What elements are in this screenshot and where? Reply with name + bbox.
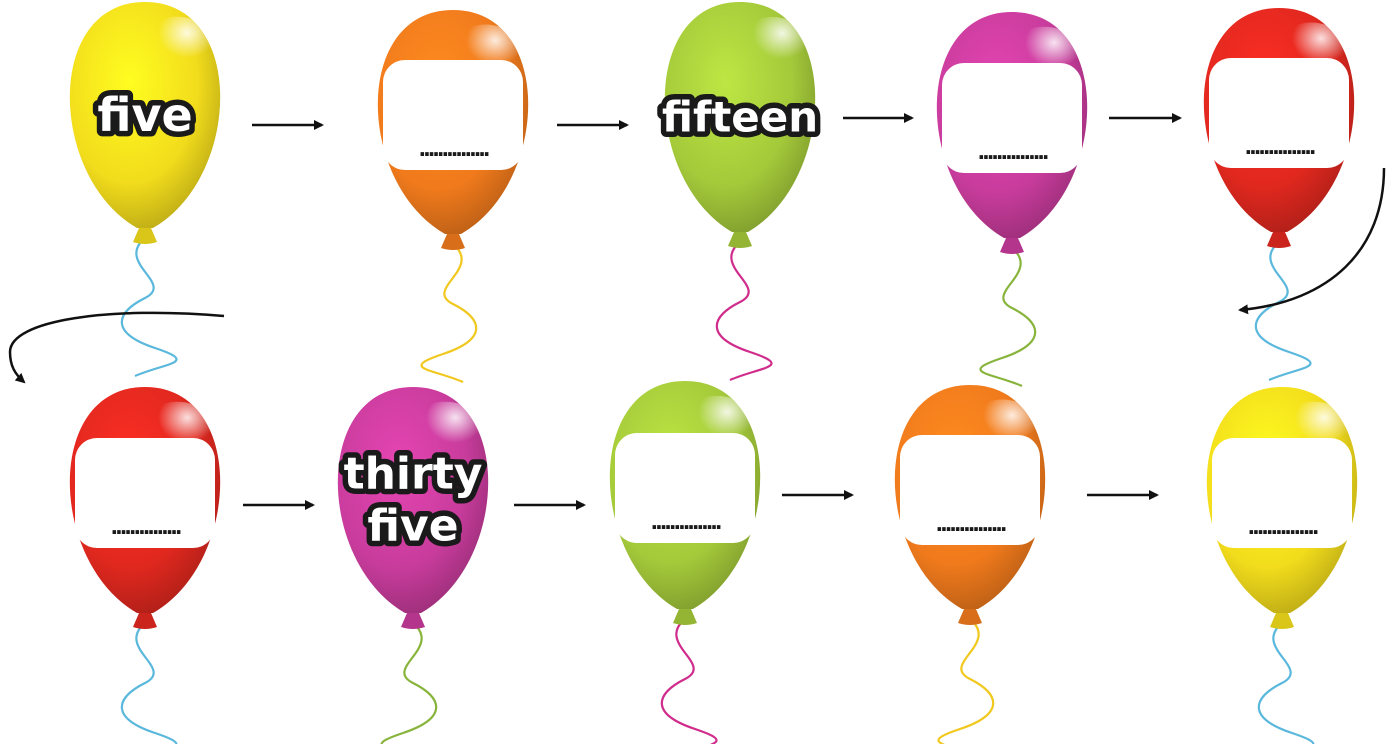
- answer-line: ...............: [936, 512, 1006, 536]
- balloon-knot: [401, 613, 425, 629]
- balloon-knot: [1270, 613, 1294, 629]
- balloon-1-5: ...............: [1204, 8, 1354, 248]
- balloon-2-4: ...............: [895, 385, 1045, 625]
- balloon-string: [939, 619, 994, 744]
- balloon-knot: [441, 234, 465, 250]
- balloon-knot: [133, 228, 157, 244]
- balloon-knot: [133, 613, 157, 629]
- balloon-string: [1256, 242, 1311, 380]
- balloon-1-1: five: [70, 2, 220, 244]
- balloon-1-2: ...............: [378, 10, 528, 250]
- balloon-knot: [958, 609, 982, 625]
- balloon-1-3: fifteen: [662, 2, 818, 248]
- balloon-knot: [1000, 238, 1024, 254]
- balloon-string: [717, 242, 772, 380]
- balloon-string: [122, 238, 177, 376]
- balloon-string: [122, 623, 177, 744]
- balloon-string: [422, 244, 477, 382]
- balloon-shine: [136, 17, 219, 89]
- answer-line: ...............: [651, 510, 721, 534]
- balloon-string: [1259, 623, 1314, 744]
- number-word: five: [97, 88, 192, 142]
- number-word: five: [367, 501, 458, 552]
- balloon-2-3: ...............: [610, 381, 760, 625]
- answer-line: ...............: [1248, 515, 1318, 539]
- balloon-1-4: ...............: [937, 12, 1087, 254]
- balloon-knot: [1267, 232, 1291, 248]
- balloon-shine: [731, 17, 814, 91]
- balloon-string: [981, 248, 1036, 386]
- balloon-2-5: ...............: [1207, 387, 1357, 629]
- curved-arrow-down-icon: [10, 313, 224, 382]
- balloon-2-1: ...............: [70, 387, 220, 629]
- balloon-knot: [673, 609, 697, 625]
- answer-line: ...............: [111, 515, 181, 539]
- answer-line: ...............: [419, 137, 489, 161]
- answer-line: ...............: [978, 140, 1048, 164]
- number-word: fifteen: [662, 93, 818, 142]
- balloon-string: [662, 619, 717, 744]
- balloon-string: [382, 623, 437, 744]
- balloon-knot: [728, 232, 752, 248]
- balloons: five............... fifteen..............…: [70, 2, 1357, 629]
- answer-line: ...............: [1245, 135, 1315, 159]
- number-word: thirty: [344, 449, 483, 500]
